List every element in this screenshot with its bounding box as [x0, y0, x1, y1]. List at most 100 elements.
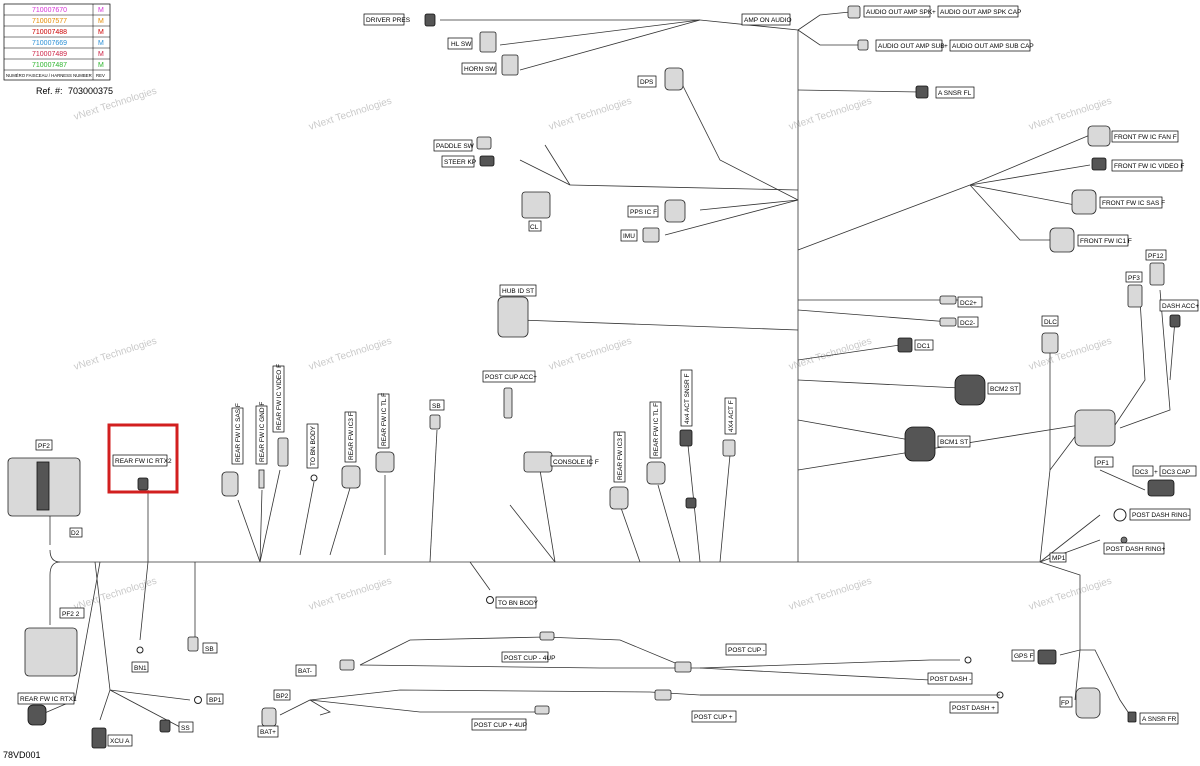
rear-gnd-connector[interactable] [258, 469, 265, 489]
bcm1-connector[interactable] [904, 426, 936, 462]
post-cup-4up-minus-terminal[interactable] [539, 631, 555, 641]
bat-minus-terminal[interactable] [339, 659, 355, 671]
label-post-cup-4up-plus: POST CUP + 4UP [474, 722, 527, 729]
imu-connector[interactable] [642, 227, 660, 243]
ring-terminal-icon[interactable] [1120, 536, 1128, 544]
post-cup-plus-terminal[interactable] [654, 689, 672, 701]
a-snsr-fr-connector[interactable] [1127, 711, 1137, 723]
post-cup-acc-connector[interactable] [503, 387, 513, 419]
act-connector[interactable] [722, 439, 736, 457]
ss-connector[interactable] [159, 719, 171, 733]
watermark: vNext Technologies [548, 336, 634, 373]
label-to-bn-body-lower: TO BN BODY [498, 600, 539, 607]
to-bn-body-lower-ring-icon[interactable] [486, 596, 494, 604]
a-snsr-fl-connector[interactable] [915, 85, 929, 99]
dlc-connector[interactable] [1041, 332, 1059, 354]
post-cup-minus-terminal[interactable] [674, 661, 692, 673]
label-xcu-a: XCU A [110, 738, 130, 745]
label-a-snsr-fr: A SNSR FR [1142, 716, 1177, 723]
label-steer-kp: STEER KP [444, 159, 476, 166]
paddle-sw-connector[interactable] [476, 136, 492, 150]
harness-rev: M [98, 51, 104, 58]
dc3-connector[interactable] [1147, 479, 1175, 497]
dash-acc-connector[interactable] [1169, 314, 1181, 328]
pf2-2-connector[interactable] [24, 627, 78, 677]
label-post-cup-acc: POST CUP ACC+ [485, 374, 537, 381]
wire-bundle [39, 11, 1176, 728]
hl-sw-connector[interactable] [479, 31, 497, 53]
label-front-sas: FRONT FW IC SAS F [1102, 200, 1165, 207]
watermark: vNext Technologies [1028, 576, 1114, 613]
label-paddle-sw: PADDLE SW [436, 143, 475, 150]
gps-f-connector[interactable] [1037, 649, 1057, 665]
post-dash-plus-ring-icon[interactable] [996, 691, 1004, 699]
front-ic1-connector[interactable] [1049, 227, 1075, 253]
label-horn-sw: HORN SW [464, 66, 496, 73]
label-plus: + [944, 43, 948, 50]
label-post-cup-minus: POST CUP - [728, 647, 765, 654]
dc1-connector[interactable] [897, 337, 913, 353]
rear-video-connector[interactable] [277, 437, 289, 467]
to-bn-body-ring-icon[interactable] [310, 474, 318, 482]
rear-rtx1-connector[interactable] [27, 704, 47, 726]
label-front-video: FRONT FW IC VIDEO F [1114, 163, 1184, 170]
bat-plus-terminal[interactable] [261, 707, 277, 727]
bn1-ring-icon[interactable] [136, 646, 144, 654]
steer-kp-connector[interactable] [479, 155, 495, 167]
pps-ic-connector[interactable] [664, 199, 686, 223]
watermark: vNext Technologies [788, 576, 874, 613]
act-pigtail-connector[interactable] [685, 497, 697, 509]
front-sas-connector[interactable] [1071, 189, 1097, 215]
label-pps-ic-f: PPS IC F [630, 209, 657, 216]
rear-ic3b-connector[interactable] [609, 486, 629, 510]
post-dash-minus-ring-icon[interactable] [964, 656, 972, 664]
drawing-id: 78VD001 [3, 750, 41, 760]
label-rear-ic3: REAR FW IC3 F [348, 412, 355, 460]
front-fan-connector[interactable] [1087, 125, 1111, 147]
xcu-a-connector[interactable] [91, 727, 107, 749]
cl-connector[interactable] [521, 191, 551, 219]
rear-ic3-connector[interactable] [341, 465, 361, 489]
label-rear-sas: REAR FW IC SAS F [235, 403, 242, 462]
driver-pres-connector[interactable] [424, 13, 436, 27]
rear-tlb-connector[interactable] [646, 461, 666, 485]
label-sb-lower: SB [205, 646, 214, 653]
bcm2-connector[interactable] [954, 374, 986, 406]
label-rear-rtx2: REAR FW IC RTX2 [115, 458, 172, 465]
horn-sw-connector[interactable] [501, 54, 519, 76]
hub-id-connector[interactable] [497, 296, 529, 338]
label-bcm2-st: BCM2 ST [990, 386, 1018, 393]
pf12-connector[interactable] [1149, 262, 1165, 286]
dc2p-connector[interactable] [939, 295, 957, 305]
label-front-fan: FRONT FW IC FAN F [1114, 134, 1177, 141]
fp-connector[interactable] [1075, 687, 1101, 719]
audio-spk-connector[interactable] [847, 5, 861, 19]
sb-upper-connector[interactable] [429, 414, 441, 430]
dc2m-connector[interactable] [939, 317, 957, 327]
pf3-connector[interactable] [1127, 284, 1143, 308]
label-pf12: PF12 [1148, 253, 1164, 260]
harness-number: 710007577 [32, 18, 67, 25]
audio-sub-connector[interactable] [857, 39, 869, 51]
label-rear-gnd: REAR FW IC GND F [259, 402, 266, 462]
watermark: vNext Technologies [548, 96, 634, 133]
ring-terminal-icon[interactable] [1113, 508, 1127, 522]
label-bn1: BN1 [134, 665, 147, 672]
label-audio-spk-cap: AUDIO OUT AMP SPK CAP [940, 9, 1021, 16]
dps-connector[interactable] [664, 67, 684, 91]
pf1-connector[interactable] [1074, 409, 1116, 447]
bp1-ring-icon[interactable] [194, 696, 202, 704]
act-snsr-connector[interactable] [679, 429, 693, 447]
watermark: vNext Technologies [308, 576, 394, 613]
front-video-connector[interactable] [1091, 157, 1107, 171]
console-ic-connector[interactable] [523, 451, 553, 473]
rear-rtx2-connector[interactable] [137, 477, 149, 491]
post-cup-4up-plus-terminal[interactable] [534, 705, 550, 715]
ref-label: Ref. #: [36, 86, 63, 96]
rear-tl-connector[interactable] [375, 451, 395, 473]
label-bp2: BP2 [276, 693, 289, 700]
label-driver-pres: DRIVER PRES [366, 17, 411, 24]
sb-lower-connector[interactable] [187, 636, 199, 652]
rear-sas-connector[interactable] [221, 471, 239, 497]
